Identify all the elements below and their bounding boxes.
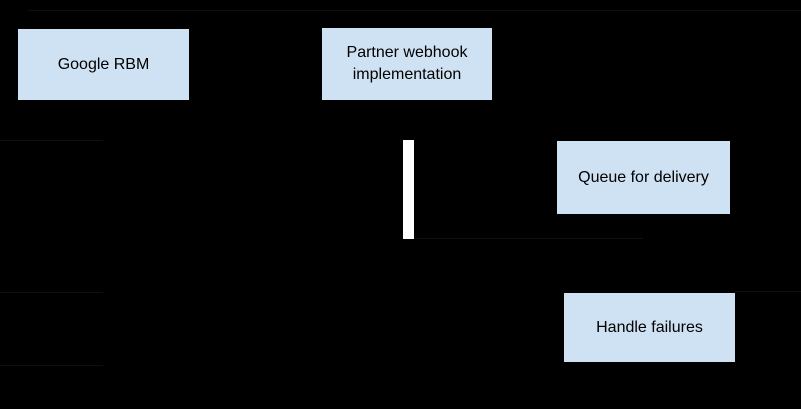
node-handle-failures-label: Handle failures <box>596 318 703 336</box>
node-google-rbm-label: Google RBM <box>57 55 150 73</box>
faint-arrow-line-middle <box>415 238 643 239</box>
faint-arrow-line-top <box>28 10 801 11</box>
faint-arrow-line-left-3 <box>0 365 103 366</box>
node-partner-webhook-label: Partner webhook implementation <box>346 44 468 83</box>
node-partner-webhook: Partner webhook implementation <box>322 28 492 100</box>
node-queue-for-delivery: Queue for delivery <box>557 141 730 214</box>
faint-arrow-line-right <box>735 291 801 292</box>
node-handle-failures: Handle failures <box>564 293 735 362</box>
faint-arrow-line-left-1 <box>0 140 103 141</box>
activation-bar <box>403 140 414 239</box>
faint-arrow-line-left-2 <box>0 292 103 293</box>
node-google-rbm: Google RBM <box>18 29 189 100</box>
node-queue-for-delivery-label: Queue for delivery <box>578 168 709 186</box>
